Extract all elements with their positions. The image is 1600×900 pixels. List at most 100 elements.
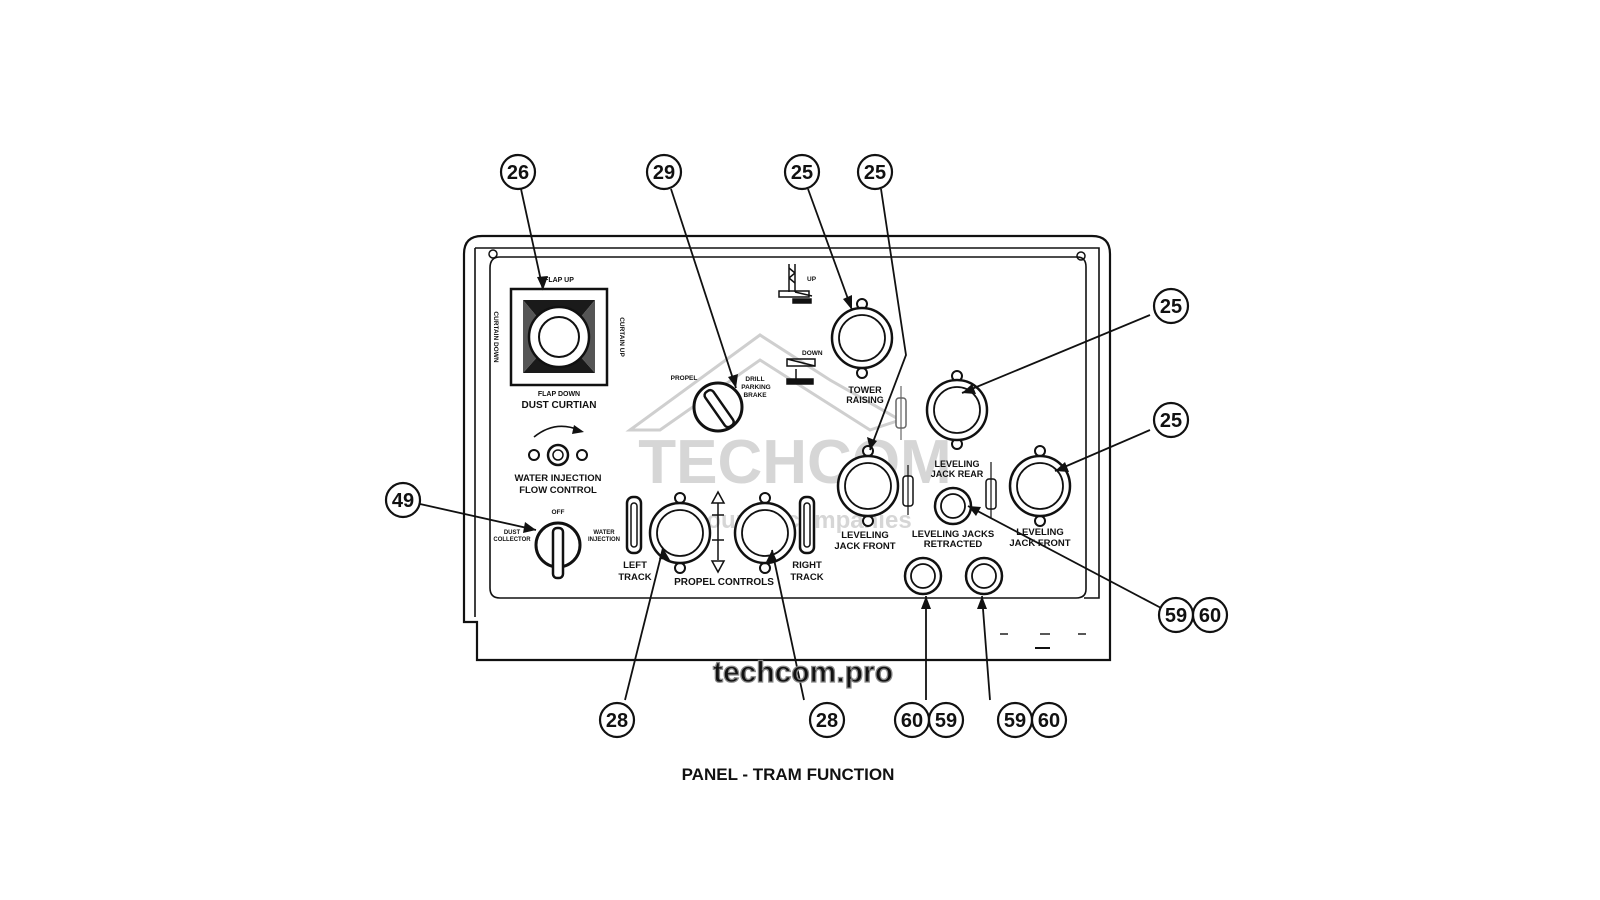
callout-number: 28 bbox=[816, 710, 838, 732]
leveling-jack-front-center-knob[interactable] bbox=[836, 454, 900, 518]
watermark: TECHCOM Group of companies bbox=[625, 333, 952, 534]
leveling-jack-rear-label-2: JACK REAR bbox=[931, 469, 984, 479]
callout-59-60-bottom-right: 59 60 bbox=[996, 701, 1068, 739]
callout-circle bbox=[1191, 596, 1229, 634]
left-track-label-1: LEFT bbox=[623, 560, 647, 571]
leveling-jack-front-center-label-1: LEVELING bbox=[841, 530, 889, 541]
callout-number: 60 bbox=[1038, 710, 1060, 732]
dust-collector-label-1: DUST bbox=[504, 530, 521, 536]
dust-curtain-bezel bbox=[509, 287, 609, 387]
propel-drill-selector: PROPEL DRILL PARKING BRAKE bbox=[671, 375, 771, 433]
tower-up-label: UP bbox=[807, 276, 817, 283]
flap-down-label: FLAP DOWN bbox=[538, 391, 580, 398]
left-track-lever[interactable] bbox=[625, 495, 643, 555]
jacks-retracted-label-1: LEVELING JACKS bbox=[912, 529, 994, 540]
callout-circle bbox=[598, 701, 636, 739]
callout-number: 25 bbox=[1160, 410, 1182, 432]
callout-60-59-left: 60 59 bbox=[893, 701, 965, 739]
leveling-jack-rear-control: LEVELING JACK REAR bbox=[895, 370, 989, 479]
callout-circle bbox=[384, 481, 422, 519]
callout-number: 49 bbox=[392, 490, 414, 512]
parking-label: PARKING bbox=[741, 384, 771, 391]
callout-number: 60 bbox=[901, 710, 923, 732]
right-track-knob[interactable] bbox=[733, 501, 797, 565]
watermark-brand: TECHCOM bbox=[638, 428, 951, 497]
watermark-logo-roof bbox=[625, 333, 904, 432]
panel bbox=[462, 234, 1112, 662]
callout-25-front-right: 25 bbox=[1152, 401, 1190, 439]
curtain-down-label: CURTAIN DOWN bbox=[492, 311, 499, 362]
callout-number: 25 bbox=[1160, 296, 1182, 318]
panel-face bbox=[489, 256, 1087, 599]
callout-49: 49 bbox=[384, 481, 422, 519]
right-track-label-2: TRACK bbox=[790, 572, 823, 583]
leveling-jack-rear-label-1: LEVELING bbox=[934, 459, 979, 469]
callout-26: 26 bbox=[499, 153, 537, 191]
callout-circle bbox=[808, 701, 846, 739]
drill-label: DRILL bbox=[745, 376, 764, 383]
watermark-url: techcom.pro bbox=[713, 656, 893, 689]
tower-down-label: DOWN bbox=[802, 350, 823, 357]
left-track-label-2: TRACK bbox=[618, 572, 651, 583]
flow-control-knob[interactable] bbox=[546, 443, 570, 467]
leveling-jacks-retracted: LEVELING JACKS RETRACTED bbox=[903, 486, 1004, 596]
curtain-up-label: CURTAIN UP bbox=[618, 317, 625, 357]
callout-number: 25 bbox=[791, 162, 813, 184]
callout-25-front-center: 25 bbox=[856, 153, 894, 191]
callout-number: 28 bbox=[606, 710, 628, 732]
tower-raising-label-1: TOWER bbox=[848, 385, 882, 395]
leader-lines bbox=[419, 188, 1164, 701]
leveling-jack-front-right-label-1: LEVELING bbox=[1016, 527, 1064, 538]
water-injection-label-2: FLOW CONTROL bbox=[519, 485, 597, 496]
propel-drill-handle[interactable] bbox=[703, 388, 735, 429]
propel-controls-label: PROPEL CONTROLS bbox=[674, 577, 774, 588]
tower-up-icon bbox=[778, 264, 813, 304]
callout-number: 59 bbox=[1165, 605, 1187, 627]
panel-outer-edge bbox=[462, 234, 1112, 662]
callout-28-left: 28 bbox=[598, 701, 636, 739]
callout-number: 60 bbox=[1199, 605, 1221, 627]
callout-circle bbox=[927, 701, 965, 739]
dust-water-selector: OFF DUST COLLECTOR WATER INJECTION bbox=[493, 509, 620, 580]
leveling-jack-front-right-knob[interactable] bbox=[1008, 454, 1072, 518]
flap-up-label: FLAP UP bbox=[544, 277, 574, 284]
callout-number: 29 bbox=[653, 162, 675, 184]
callout-number: 59 bbox=[935, 710, 957, 732]
tower-raising-label-2: RAISING bbox=[846, 395, 884, 405]
callout-28-right: 28 bbox=[808, 701, 846, 739]
mount-hole-top-right bbox=[1076, 251, 1086, 261]
callout-number: 25 bbox=[864, 162, 886, 184]
tower-raising-knob[interactable] bbox=[830, 306, 894, 370]
callout-number: 26 bbox=[507, 162, 529, 184]
selector-handle[interactable] bbox=[551, 526, 565, 580]
callout-circle bbox=[1152, 401, 1190, 439]
off-label: OFF bbox=[552, 509, 565, 516]
propel-label: PROPEL bbox=[671, 375, 698, 382]
diagram-caption: PANEL - TRAM FUNCTION bbox=[682, 765, 895, 784]
leader-arrowheads bbox=[523, 276, 1069, 609]
propel-controls: LEFT TRACK RIGHT TRACK PROPEL CONTROLS bbox=[618, 490, 824, 588]
dust-curtain-knob[interactable] bbox=[527, 305, 591, 369]
panel-inner-edge bbox=[474, 247, 1100, 617]
flow-arc bbox=[533, 425, 580, 438]
brake-label: BRAKE bbox=[743, 392, 767, 399]
jacks-retracted-label-2: RETRACTED bbox=[924, 539, 983, 550]
leveling-jack-rear-knob[interactable] bbox=[925, 378, 989, 442]
leveling-jack-front-center-control: LEVELING JACK FRONT bbox=[834, 445, 914, 552]
callout-circle bbox=[856, 153, 894, 191]
flow-indicator-left bbox=[528, 449, 540, 461]
dust-collector-label-2: COLLECTOR bbox=[493, 537, 531, 543]
callout-circle bbox=[499, 153, 537, 191]
callout-circle bbox=[783, 153, 821, 191]
leveling-jack-front-center-label-2: JACK FRONT bbox=[834, 541, 895, 552]
left-track-knob[interactable] bbox=[648, 501, 712, 565]
callout-circle bbox=[1152, 287, 1190, 325]
right-track-lever[interactable] bbox=[798, 495, 816, 555]
tower-raising-control: UP DOWN TOWER RAISING bbox=[778, 264, 894, 405]
dust-curtain-control: FLAP UP FLAP DOWN DUST CURTIAN CURTAIN D… bbox=[492, 277, 625, 411]
mount-hole-top-left bbox=[488, 249, 498, 259]
callout-circle bbox=[645, 153, 683, 191]
callout-circle bbox=[1030, 701, 1068, 739]
right-track-label-1: RIGHT bbox=[792, 560, 822, 571]
